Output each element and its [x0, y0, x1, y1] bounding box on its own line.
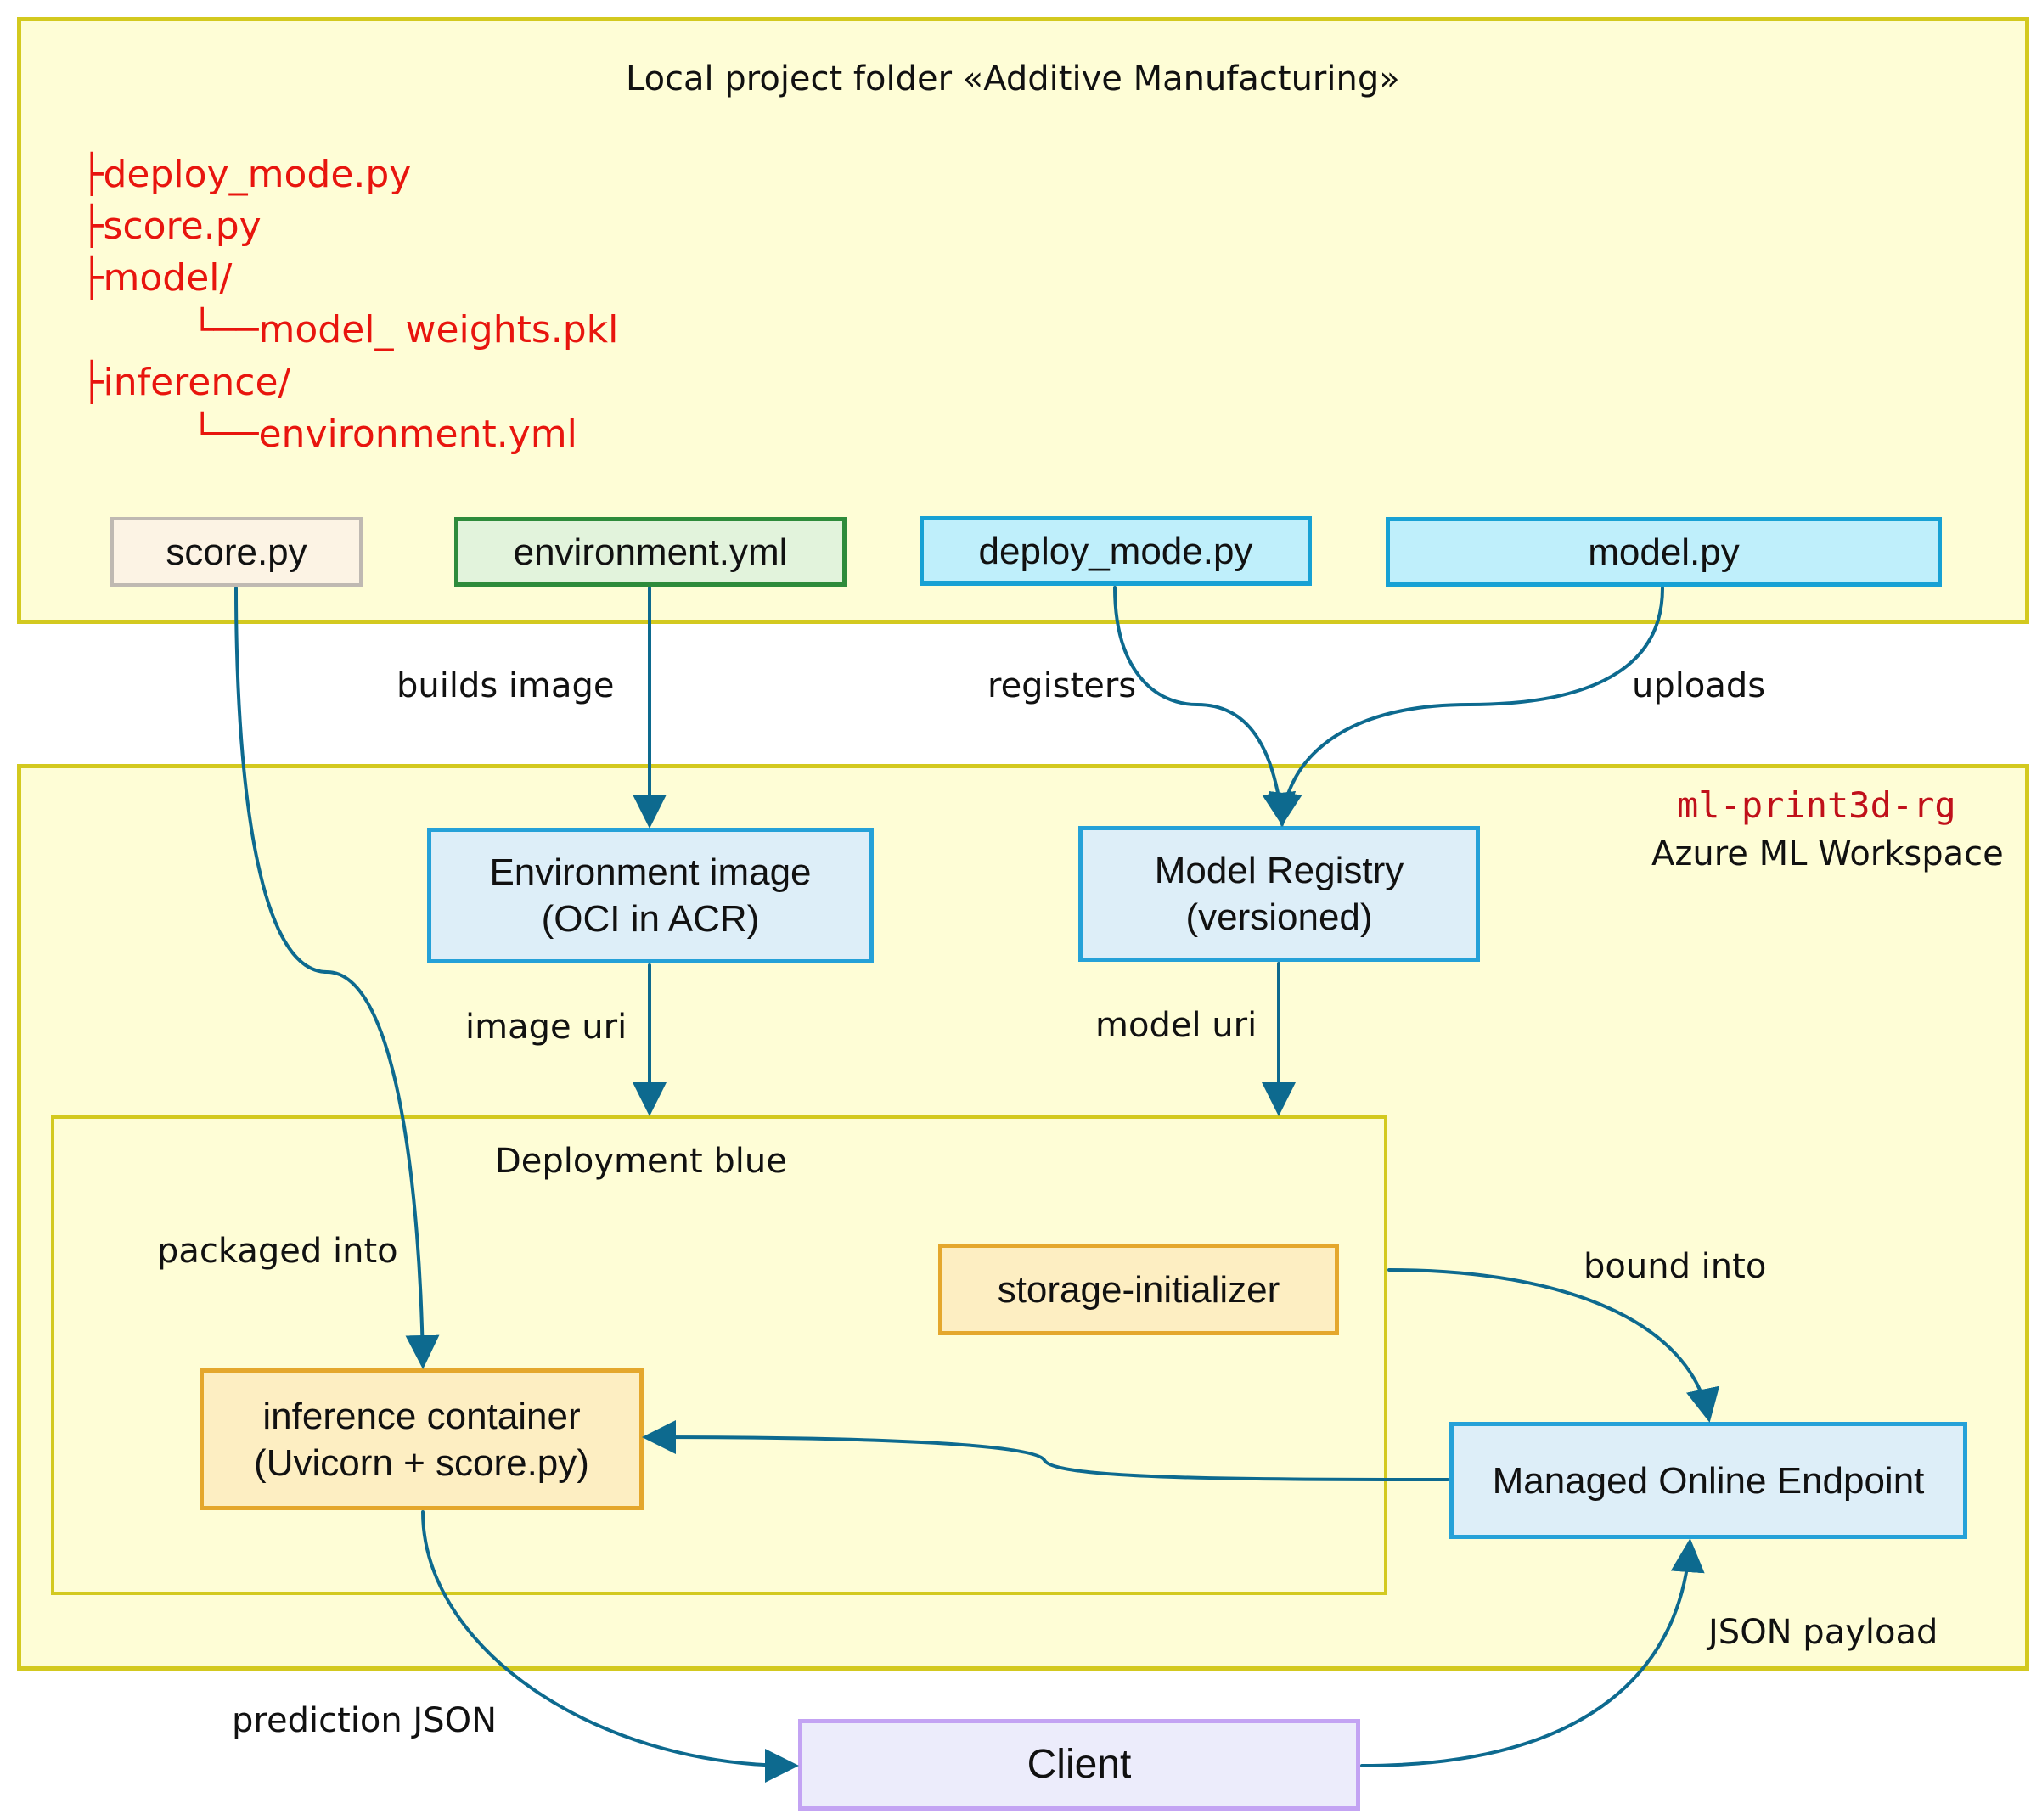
edge-label-registers: registers: [987, 666, 1137, 705]
client-box[interactable]: Client: [798, 1719, 1360, 1811]
tree-item-name: environment.yml: [258, 413, 577, 456]
managed-online-endpoint-box[interactable]: Managed Online Endpoint: [1449, 1422, 1967, 1539]
storage-initializer-box[interactable]: storage-initializer: [938, 1244, 1339, 1335]
tree-item: ├model/: [81, 256, 232, 300]
arrow-uploads: [1268, 587, 1664, 827]
arrow-packaged-into: [234, 587, 440, 1369]
tree-item: ├score.py: [81, 205, 262, 248]
environment-image-subtitle: (OCI in ACR): [541, 898, 760, 940]
tree-item: └──environment.yml: [191, 413, 577, 456]
tree-item-name: model/: [103, 256, 233, 300]
tree-item-name: deploy_mode.py: [103, 153, 412, 196]
local-folder-title: Local project folder «Additive Manufactu…: [626, 59, 1400, 98]
model-py-box[interactable]: model.py: [1386, 517, 1942, 587]
tree-branch-glyph: ├: [81, 361, 104, 404]
tree-item: ├deploy_mode.py: [81, 153, 411, 196]
edge-label-bound-into: bound into: [1584, 1247, 1767, 1286]
tree-item-name: model_ weights.pkl: [258, 308, 619, 351]
edge-label-prediction-json: prediction JSON: [232, 1701, 497, 1740]
arrow-bound-into: [1387, 1268, 1720, 1423]
deployment-title: Deployment blue: [495, 1142, 787, 1181]
environment-image-box[interactable]: Environment image (OCI in ACR): [427, 828, 874, 963]
workspace-label: Azure ML Workspace: [1651, 834, 2004, 873]
tree-item-name: score.py: [103, 205, 262, 248]
inference-container-title: inference container: [262, 1395, 581, 1437]
edge-label-image-uri: image uri: [465, 1008, 627, 1047]
arrow-registers: [1113, 586, 1297, 827]
inference-container-box[interactable]: inference container (Uvicorn + score.py): [200, 1368, 644, 1510]
arrow-prediction-json: [421, 1510, 799, 1783]
score-py-box[interactable]: score.py: [110, 517, 363, 587]
tree-branch-glyph: ├: [81, 256, 104, 300]
deployment-blue: [51, 1115, 1387, 1595]
edge-label-model-uri: model uri: [1095, 1006, 1257, 1045]
inference-container-subtitle: (Uvicorn + score.py): [254, 1441, 589, 1484]
edge-label-packaged-into: packaged into: [157, 1232, 398, 1271]
deploy-mode-py-box[interactable]: deploy_mode.py: [920, 516, 1312, 586]
tree-item: ├inference/: [81, 361, 290, 404]
resource-group-name: ml-print3d-rg: [1677, 784, 1956, 826]
edge-label-builds-image: builds image: [397, 666, 615, 705]
tree-branch-glyph: └──: [191, 413, 259, 456]
tree-branch-glyph: ├: [81, 153, 104, 196]
environment-yml-box[interactable]: environment.yml: [454, 517, 847, 587]
tree-branch-glyph: └──: [191, 308, 259, 351]
model-registry-subtitle: (versioned): [1185, 896, 1373, 938]
edge-label-uploads: uploads: [1632, 666, 1766, 705]
tree-item-name: inference/: [103, 361, 291, 404]
arrow-endpoint-to-container: [642, 1420, 1449, 1481]
model-registry-title: Model Registry: [1154, 850, 1404, 891]
tree-item: └──model_ weights.pkl: [191, 308, 618, 351]
model-registry-box[interactable]: Model Registry (versioned): [1078, 826, 1480, 962]
arrow-json-payload: [1360, 1538, 1705, 1767]
edge-label-json-payload: JSON payload: [1708, 1613, 1938, 1652]
environment-image-title: Environment image: [489, 851, 812, 893]
tree-branch-glyph: ├: [81, 205, 104, 248]
